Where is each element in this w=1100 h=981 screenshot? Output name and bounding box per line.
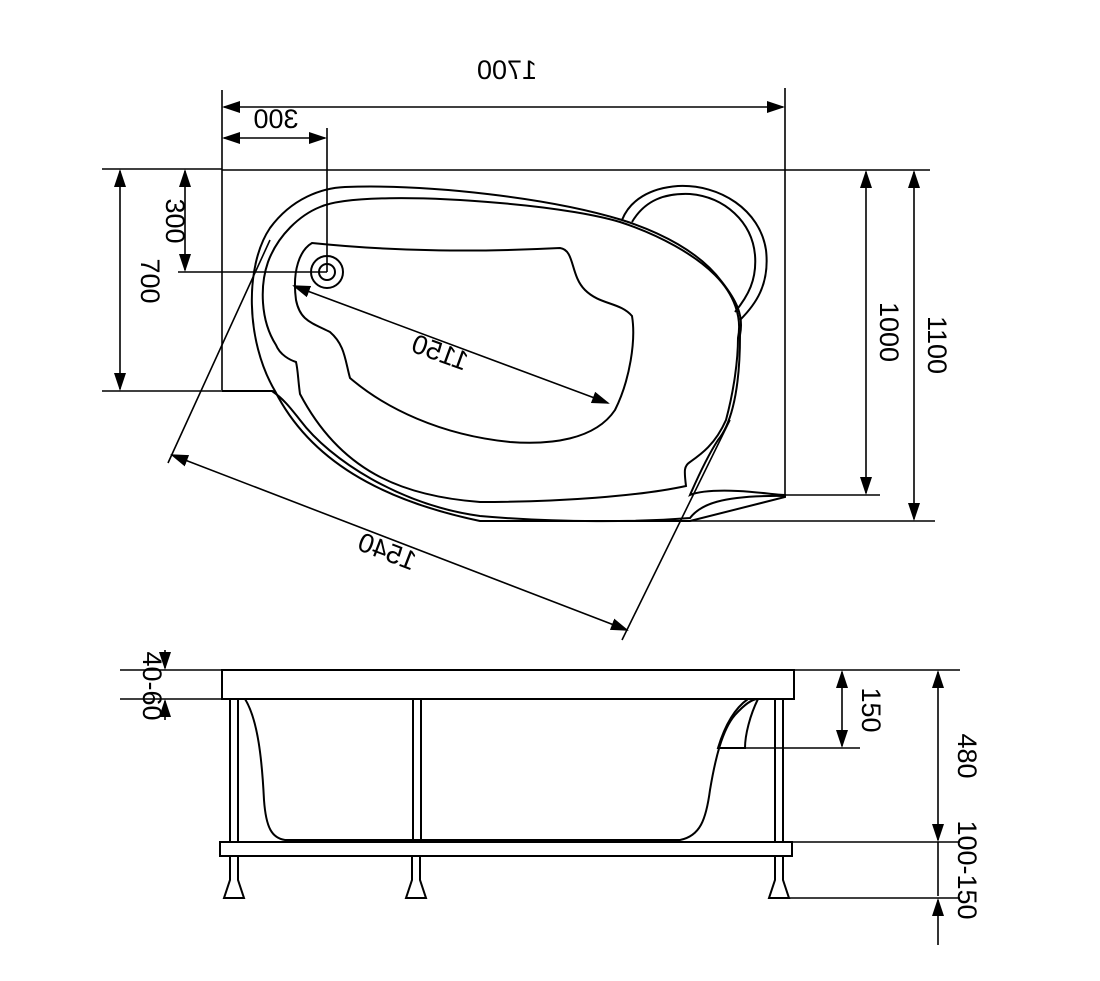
tub-inner-basin: [261, 197, 741, 504]
label-1000: 1000: [874, 302, 904, 362]
tub-inner-bottom: [294, 241, 635, 444]
label-1700: 1700: [477, 55, 537, 85]
side-view: 40-60 150 480 100-150: [120, 650, 982, 945]
extension-lines-side: [120, 669, 960, 899]
label-150: 150: [856, 687, 886, 732]
frame-base: [219, 841, 793, 857]
extension-lines-top: [102, 88, 935, 641]
tub-seat-side: [716, 698, 759, 749]
label-100-150: 100-150: [952, 820, 982, 919]
legs: [222, 699, 791, 899]
drain-inner: [318, 263, 336, 281]
tub-headrest: [621, 184, 768, 321]
label-300-y: 300: [160, 198, 190, 243]
dim-line-1150: [292, 285, 610, 404]
tub-headrest-inner: [631, 192, 757, 313]
dim-line-1540: [170, 454, 629, 631]
label-1100: 1100: [922, 316, 952, 374]
label-1540: 1540: [354, 527, 421, 577]
label-300-x: 300: [253, 104, 298, 134]
label-480: 480: [952, 733, 982, 778]
label-1150: 1150: [408, 329, 473, 377]
top-view: 1700 300 300 700 1000 1100 1150 1540: [102, 55, 952, 641]
tub-body-side: [244, 698, 759, 841]
label-700: 700: [135, 258, 165, 303]
label-40-60: 40-60: [137, 651, 167, 720]
tub-rim: [221, 669, 795, 700]
